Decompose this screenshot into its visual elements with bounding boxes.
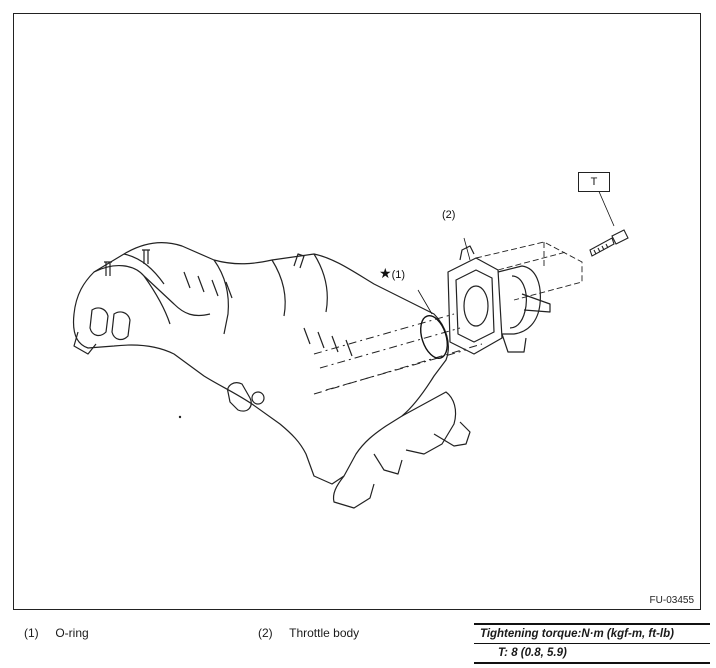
callout-throttle-body: (2) [442, 209, 456, 221]
intake-manifold [72, 242, 449, 485]
legend-item-o-ring: (1) O-ring [24, 626, 89, 640]
diagram-frame: ★(1) (2) T FU-03455 [13, 13, 701, 610]
torque-callout-box: T [578, 172, 610, 192]
torque-value: T: 8 (0.8, 5.9) [474, 644, 710, 664]
intake-manifold-exploded-view [72, 179, 629, 509]
callout-o-ring: ★(1) [379, 265, 406, 281]
torque-heading: Tightening torque:N·m (kgf-m, ft-lb) [474, 623, 710, 644]
torque-spec-table: Tightening torque:N·m (kgf-m, ft-lb) T: … [474, 623, 710, 664]
figure-id: FU-03455 [649, 595, 694, 606]
legend: (1) O-ring (2) Throttle body Tightening … [0, 618, 716, 668]
o-ring [420, 315, 448, 359]
legend-item-throttle-body: (2) Throttle body [258, 626, 360, 640]
throttle-body [447, 245, 551, 355]
bolt [589, 229, 629, 257]
